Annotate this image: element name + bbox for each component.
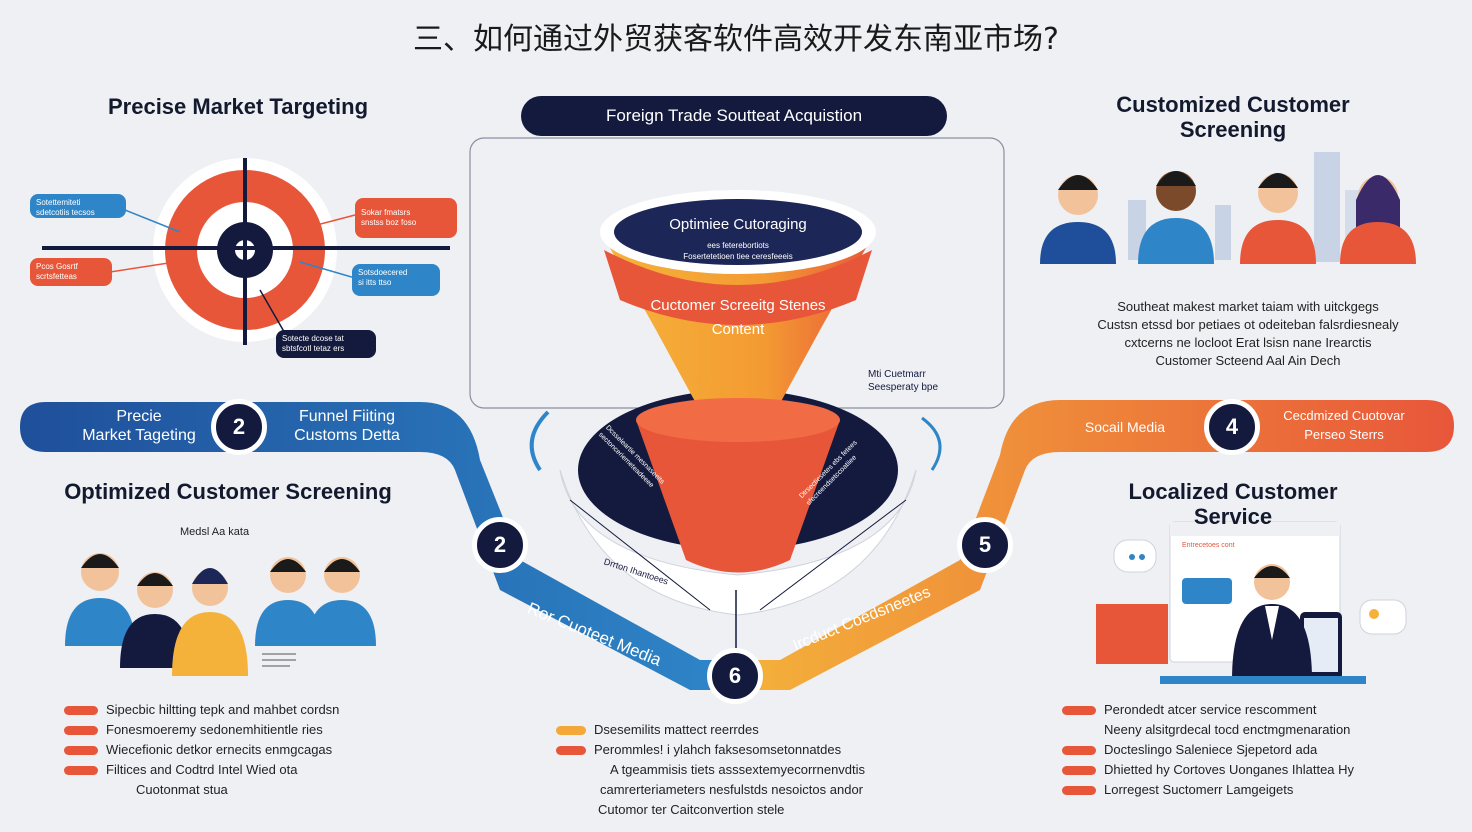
target-callout-2: Sokar fmatsrs snstss boz foso [355,198,457,238]
funnel-side-label: Mti Cuetmarr Seesperaty bpe [868,369,939,393]
bullet-icon [64,705,98,715]
list-item: Perommles! i ylahch faksesomsetonnatdes [556,740,936,760]
localized-list: Perondedt atcer service rescomment Neeny… [1062,700,1442,800]
customized-body: Southeat makest market taiam with uitckg… [1097,299,1399,368]
target-graphic [42,158,450,345]
bullet-icon [1062,765,1096,775]
list-item: Dhietted hy Cortoves Uonganes Ihlattea H… [1062,760,1442,780]
list-item: Cutomor ter Caitconvertion stele [598,802,785,817]
optimized-sublabel: Medsl Aa kata [180,526,250,538]
step-badge: 6 [707,648,763,704]
precise-heading: Precise Market Targeting [107,94,369,119]
list-item: Docteslingo Saleniece Sjepetord ada [1062,740,1442,760]
left-band [20,402,735,690]
screen-label: Entrecetoes cont [1182,542,1235,549]
band-left-text1: Precie Market Tageting [82,408,196,444]
bullet-icon [64,725,98,735]
bullet-icon [1062,705,1096,715]
list-item: Neeny alsitgrdecal tocd enctmgmenaration [1104,722,1351,737]
bullet-icon [1062,745,1096,755]
target-callout-4: Sotsdoecered si itts ttso [352,264,440,296]
step-badge: 2 [211,399,267,455]
localized-heading: Localized Customer Service [1128,479,1338,529]
list-item: Filtices and Codtrd Intel Wied ota [64,760,424,780]
target-callout-5: Sotecte dcose tat sbtsfcotl tetaz ers [276,330,376,358]
funnel-top-label: Optimiee Cutoraging [669,216,807,233]
step-badge: 2 [472,517,528,573]
optimized-heading: Optimized Customer Screening [64,479,392,504]
band-right-text1: Socail Media [1084,419,1166,435]
bullet-icon [64,765,98,775]
target-callout-3: Pcos Gosrtf scrtsfetteas [30,258,112,286]
list-item: camrerteriameters nesfulstds nesoictos a… [600,782,864,797]
customized-heading: Customized Customer Screening [1116,92,1350,142]
center-header: Foreign Trade Soutteat Acquistion [521,96,947,136]
bullet-icon [64,745,98,755]
band-right-text2: Cecdmized Cuotovar Perseo Sterrs [1283,408,1405,442]
list-item: A tgeammisis tiets asssextemyecorrnenvdt… [610,762,866,777]
funnel-lower [636,407,840,573]
bullet-icon [556,725,586,735]
page-title: 三、如何通过外贸获客软件高效开发东南亚市场? [413,22,1059,57]
funnel-top-sub: ees feterebortiots Fosertetetioen tiee c… [683,241,793,261]
funnel-mid-label: Cuctomer Screeitg Stenes Content [650,297,826,338]
list-item: Cuotonmat stua [136,782,228,797]
service-illustration [1096,521,1407,684]
band-left-text2: Funnel Fiiting Customs Detta [294,408,400,444]
target-callout-1: Sotettemiteti sdetcotiis tecsos [30,194,126,218]
step-badge: 5 [957,517,1013,573]
people-illustration-left [65,553,376,676]
list-item: Fonesmoeremy sedonemhitientle ries [64,720,424,740]
list-item: Lorregest Suctomerr Lamgeigets [1062,780,1442,800]
list-item: Sipecbic hiltting tepk and mahbet cordsn [64,700,424,720]
list-item: Wiecefionic detkor ernecits enmgcagas [64,740,424,760]
optimized-list: Sipecbic hiltting tepk and mahbet cordsn… [64,700,424,800]
step-badge: 4 [1204,399,1260,455]
people-illustration-top [1040,152,1416,264]
list-item: Perondedt atcer service rescomment [1062,700,1442,720]
bullet-icon [1062,785,1096,795]
right-band [735,400,1454,690]
list-item: Dsesemilits mattect reerrdes [556,720,936,740]
center-list: Dsesemilits mattect reerrdes Perommles! … [556,720,936,820]
bullet-icon [556,745,586,755]
funnel-pan [559,469,917,616]
